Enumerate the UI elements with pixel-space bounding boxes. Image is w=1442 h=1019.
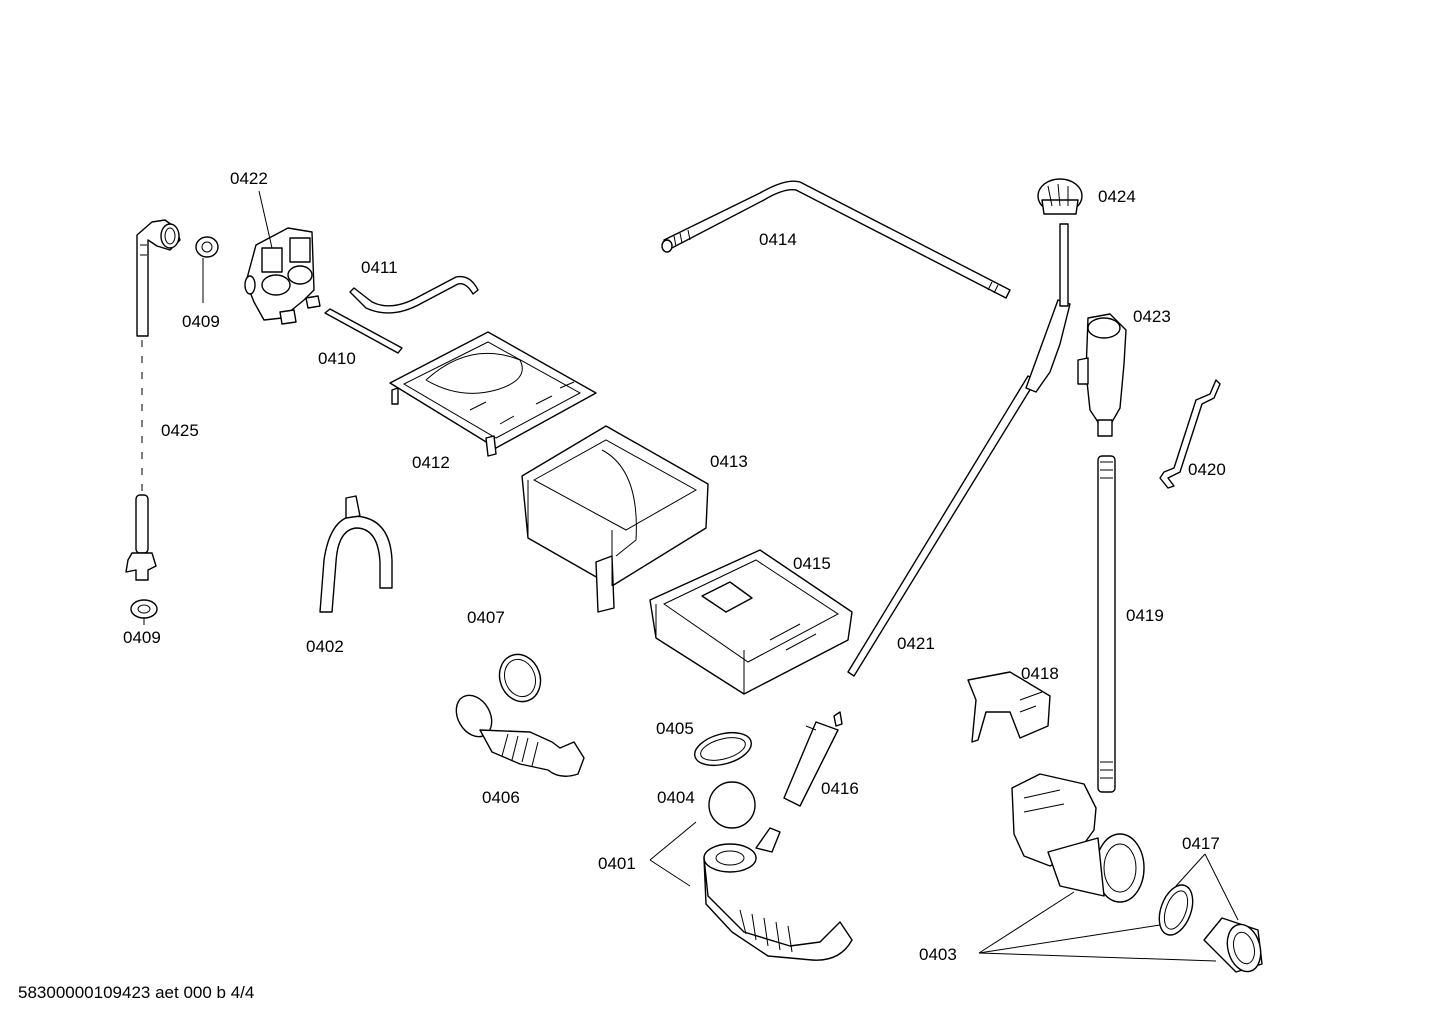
part-0401-sump-hose — [703, 827, 853, 961]
label-0417: 0417 — [1182, 834, 1220, 853]
label-0406: 0406 — [482, 788, 520, 807]
part-0421-stem — [1059, 223, 1069, 307]
part-0409-washer-top — [195, 236, 219, 258]
part-0404-ball — [708, 781, 756, 829]
part-0411-hose — [349, 275, 479, 314]
part-0415-detergent-drawer — [649, 549, 853, 695]
part-0421-upper — [1025, 299, 1071, 393]
part-0413-dispenser-housing — [521, 425, 709, 613]
part-0409-washer-bottom — [130, 599, 158, 619]
footer-document-code: 58300000109423 aet 000 b 4/4 — [18, 983, 255, 1002]
part-0417-filter — [1203, 917, 1263, 973]
label-0420: 0420 — [1188, 460, 1226, 479]
part-0419-corrugated-hose — [1097, 455, 1116, 793]
label-0403: 0403 — [919, 945, 957, 964]
label-0423: 0423 — [1133, 307, 1171, 326]
part-0412-frame — [389, 331, 597, 457]
part-0416-tip — [833, 711, 843, 727]
part-0403-drain-pump — [1011, 773, 1145, 903]
label-0411: 0411 — [361, 258, 398, 277]
part-0410-tube — [324, 308, 403, 354]
label-0407: 0407 — [467, 608, 505, 627]
label-0422: 0422 — [230, 169, 268, 188]
part-0414-pipe — [661, 180, 1011, 299]
part-0425-inlet-hose — [125, 219, 181, 581]
part-0423-air-chamber — [1077, 313, 1127, 437]
part-0416-sensor — [783, 721, 839, 807]
part-0407-gasket — [498, 653, 542, 703]
part-0402-u-hose — [319, 515, 393, 613]
label-0414: 0414 — [759, 230, 797, 249]
part-0417-gasket-inner — [1163, 890, 1189, 930]
label-0401: 0401 — [598, 854, 636, 873]
label-0402: 0402 — [306, 637, 344, 656]
part-0418-bracket — [967, 671, 1051, 743]
part-0420-tube — [1159, 379, 1221, 489]
label-0415: 0415 — [793, 554, 831, 573]
label-0421: 0421 — [897, 634, 935, 653]
label-0409-bottom: 0409 — [123, 628, 161, 647]
label-0418: 0418 — [1021, 664, 1059, 683]
part-0421-hose — [847, 375, 1037, 677]
part-0402-tab — [345, 495, 361, 519]
label-0424: 0424 — [1098, 187, 1136, 206]
part-0416-lead — [805, 725, 817, 731]
part-0407-gasket-inner — [503, 658, 537, 698]
label-0416: 0416 — [821, 779, 859, 798]
label-0405: 0405 — [656, 719, 694, 738]
part-0424-pressure-switch — [1037, 178, 1083, 215]
label-0412: 0412 — [412, 453, 450, 472]
leader-lines — [143, 190, 1239, 962]
label-0404: 0404 — [657, 788, 695, 807]
label-0425: 0425 — [161, 421, 199, 440]
part-0405-gasket-inner — [700, 737, 746, 761]
label-0410: 0410 — [318, 349, 356, 368]
label-0409-top: 0409 — [182, 312, 220, 331]
label-0413: 0413 — [710, 452, 748, 471]
part-0422-inlet-valve — [244, 227, 321, 325]
part-0405-gasket — [694, 731, 752, 767]
part-0406-bellows-hose — [455, 694, 585, 777]
part-0417-gasket — [1158, 884, 1194, 936]
label-0419: 0419 — [1126, 606, 1164, 625]
